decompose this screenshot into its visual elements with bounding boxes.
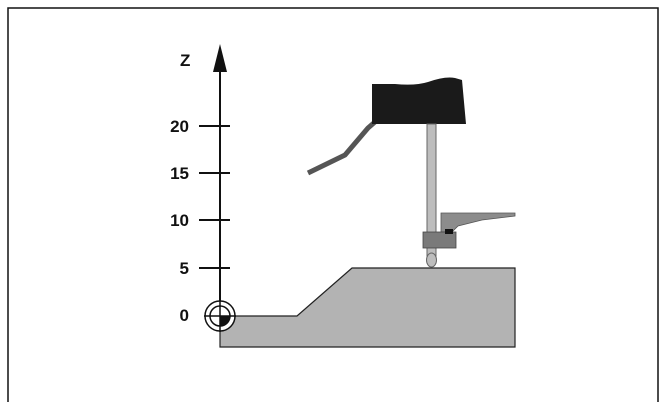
workpiece [219,267,516,348]
diagram-frame [7,7,659,402]
probe-clamp-block [422,231,457,249]
z-tick-15: 15 [170,164,230,183]
z-tick-label-5: 5 [180,259,189,278]
z-tick-label-10: 10 [170,211,189,230]
z-tick-label-20: 20 [170,117,189,136]
probe-clamp-marker [445,229,453,234]
probe-stylus-tip [426,252,437,268]
z-tick-label-15: 15 [170,164,189,183]
z-axis-arrow-icon [213,44,227,72]
z-tick-10: 10 [170,211,230,230]
z-axis-label: Z [180,51,190,70]
z-tick-5: 5 [180,259,230,278]
probe-cable [306,113,385,176]
datum-crosshair-icon [204,300,236,332]
z-tick-20: 20 [170,117,230,136]
probe-head [372,77,466,124]
z-tick-label-0: 0 [180,306,189,325]
